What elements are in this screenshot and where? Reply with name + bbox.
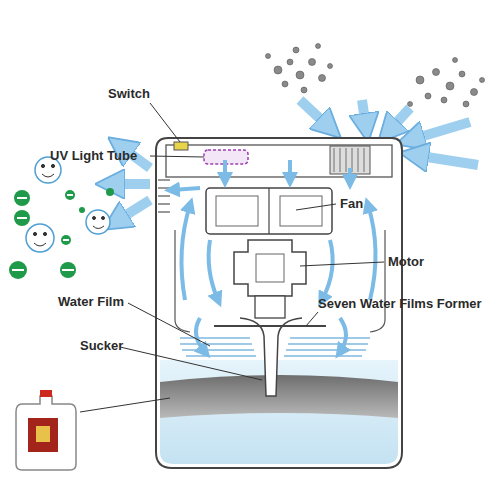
part-label: Seven Water Films Former — [318, 296, 482, 311]
part-label: Sucker — [80, 338, 123, 353]
part-label: Motor — [388, 254, 424, 269]
part-label: Water Film — [58, 294, 124, 309]
ion-minus-signs — [12, 195, 74, 270]
germ-particles — [266, 44, 485, 108]
part-label: Fan — [340, 196, 363, 211]
liquid-bottle — [16, 390, 76, 470]
internal-airflow — [172, 160, 376, 352]
negative-ions — [9, 188, 114, 279]
part-label: Switch — [108, 86, 150, 101]
part-label: UV Light Tube — [50, 148, 137, 163]
face-features — [33, 164, 104, 246]
clean-air-faces — [26, 157, 110, 252]
